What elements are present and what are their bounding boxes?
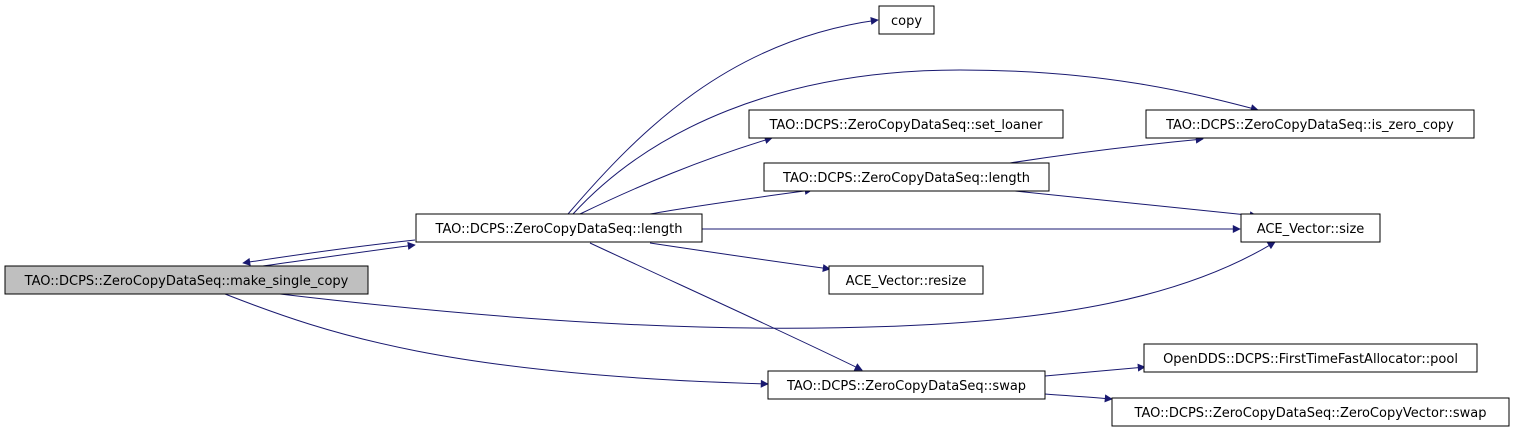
node-make-single-copy[interactable]: TAO::DCPS::ZeroCopyDataSeq::make_single_… (4, 265, 369, 295)
edge-swap-to-zcv-swap (1044, 393, 1113, 403)
edge-length-to-set-loaner (579, 136, 773, 215)
node-label: ACE_Vector::size (1257, 222, 1365, 237)
node-label: TAO::DCPS::ZeroCopyDataSeq::ZeroCopyVect… (1134, 406, 1487, 421)
node-ace-resize[interactable]: ACE_Vector::resize (828, 265, 984, 295)
edge-length-inner-to-is-zero-copy (1009, 135, 1204, 164)
node-zcv-swap[interactable]: TAO::DCPS::ZeroCopyDataSeq::ZeroCopyVect… (1111, 397, 1510, 427)
node-label: OpenDDS::DCPS::FirstTimeFastAllocator::p… (1163, 352, 1458, 367)
edge-length-to-ace-resize (649, 242, 831, 273)
edge-length-to-make-single-copy (242, 239, 416, 266)
edge-length-to-is-zero-copy (572, 69, 1259, 215)
node-label: copy (891, 14, 922, 29)
edge-make-single-copy-to-swap (224, 293, 769, 388)
node-label: TAO::DCPS::ZeroCopyDataSeq::is_zero_copy (1165, 118, 1454, 133)
node-copy[interactable]: copy (878, 5, 935, 35)
edge-swap-to-pool (1044, 363, 1146, 377)
node-length-main[interactable]: TAO::DCPS::ZeroCopyDataSeq::length (415, 213, 703, 243)
edge-length-to-copy (567, 17, 879, 215)
node-label: TAO::DCPS::ZeroCopyDataSeq::set_loaner (769, 118, 1044, 133)
node-pool[interactable]: OpenDDS::DCPS::FirstTimeFastAllocator::p… (1143, 343, 1478, 373)
edge-make-single-copy-to-ace-size (279, 241, 1276, 329)
node-label: TAO::DCPS::ZeroCopyDataSeq::length (782, 171, 1030, 186)
edge-length-to-length-inner (649, 186, 813, 215)
node-label: TAO::DCPS::ZeroCopyDataSeq::length (435, 222, 683, 237)
nodes-layer: TAO::DCPS::ZeroCopyDataSeq::make_single_… (4, 5, 1510, 427)
node-swap[interactable]: TAO::DCPS::ZeroCopyDataSeq::swap (767, 370, 1046, 400)
node-ace-size[interactable]: ACE_Vector::size (1240, 213, 1381, 243)
node-length-inner[interactable]: TAO::DCPS::ZeroCopyDataSeq::length (763, 162, 1050, 192)
node-label: ACE_Vector::resize (846, 274, 967, 289)
edge-make-single-copy-to-length (255, 241, 416, 268)
node-is-zero-copy[interactable]: TAO::DCPS::ZeroCopyDataSeq::is_zero_copy (1145, 109, 1475, 139)
edge-length-to-swap (589, 242, 863, 371)
node-set-loaner[interactable]: TAO::DCPS::ZeroCopyDataSeq::set_loaner (748, 109, 1064, 139)
node-label: TAO::DCPS::ZeroCopyDataSeq::swap (786, 379, 1026, 394)
node-label: TAO::DCPS::ZeroCopyDataSeq::make_single_… (24, 274, 349, 289)
edges-layer (224, 17, 1276, 403)
edge-length-inner-to-ace-size (1014, 190, 1258, 220)
